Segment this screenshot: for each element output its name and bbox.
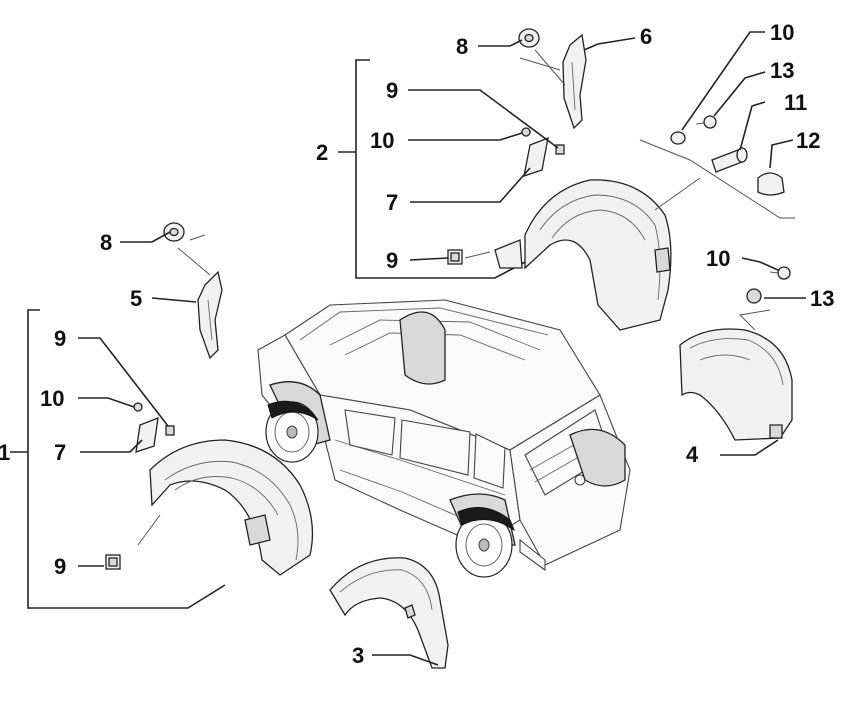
callout-12: 12: [796, 128, 820, 153]
bracket-part-6: [562, 33, 587, 130]
callout-10-left: 10: [40, 386, 64, 411]
car-tyre-shadows: [267, 400, 516, 532]
plate-part-7-right: [523, 136, 549, 177]
screw-part-10-mid: [521, 127, 531, 137]
car-wheel-rear-left: [455, 512, 513, 578]
callout-3: 3: [352, 643, 364, 668]
callout-13-lower: 13: [810, 286, 834, 311]
callout-6: 6: [640, 24, 652, 49]
clip-part-11: [711, 147, 748, 173]
callout-8-left: 8: [100, 230, 112, 255]
callout-9-lower-left: 9: [54, 554, 66, 579]
wheel-arch-liner-front-right: [329, 557, 449, 669]
nut-part-9-right-lower: [447, 249, 463, 265]
callout-10-mid: 10: [370, 128, 394, 153]
screw-part-10-top-right: [670, 131, 686, 145]
screw-part-10-left: [133, 402, 143, 412]
nut-part-9-left-upper: [165, 425, 175, 436]
callout-9-lower-right: 9: [386, 248, 398, 273]
nut-part-9-left-lower: [105, 554, 121, 570]
group-bracket-1: [10, 309, 226, 609]
clip-part-8-left: [163, 222, 185, 242]
callout-7-left: 7: [54, 440, 66, 465]
callout-9-upper-right: 9: [386, 78, 398, 103]
nut-part-13-lower: [746, 288, 762, 304]
group-bracket-2: [338, 59, 526, 279]
callout-11: 11: [784, 90, 807, 115]
callout-1: 1: [0, 440, 10, 465]
clip-part-8-right: [518, 28, 540, 48]
callout-2: 2: [316, 140, 328, 165]
bracket-part-5: [197, 270, 223, 360]
callout-8-right: 8: [456, 34, 468, 59]
callout-10-top-right: 10: [770, 20, 794, 45]
callout-7-right: 7: [386, 190, 398, 215]
nut-part-9-right-upper: [555, 144, 565, 155]
callout-4: 4: [686, 442, 699, 467]
clip-part-12: [757, 172, 785, 196]
callout-9-upper-left: 9: [54, 326, 66, 351]
wheel-arch-liner-front-left: [137, 439, 314, 576]
car-wheel-front-left: [265, 401, 319, 463]
callout-10-lower-right: 10: [706, 246, 730, 271]
plate-part-7-left: [135, 416, 159, 453]
wheel-arch-liner-rear-right: [494, 179, 672, 331]
callout-5: 5: [130, 286, 142, 311]
car-body: [257, 299, 631, 572]
callout-13-upper: 13: [770, 58, 794, 83]
bolt-part-13-upper: [695, 115, 717, 129]
wheel-arch-liner-rear-left: [679, 328, 793, 441]
screw-part-10-lower-right: [769, 266, 791, 280]
leader-lines: [78, 31, 806, 666]
callout-labels: 1 2 3 4 5 6 7 7 8 8 9 9 9 9 10 10 10 10 …: [0, 20, 834, 668]
